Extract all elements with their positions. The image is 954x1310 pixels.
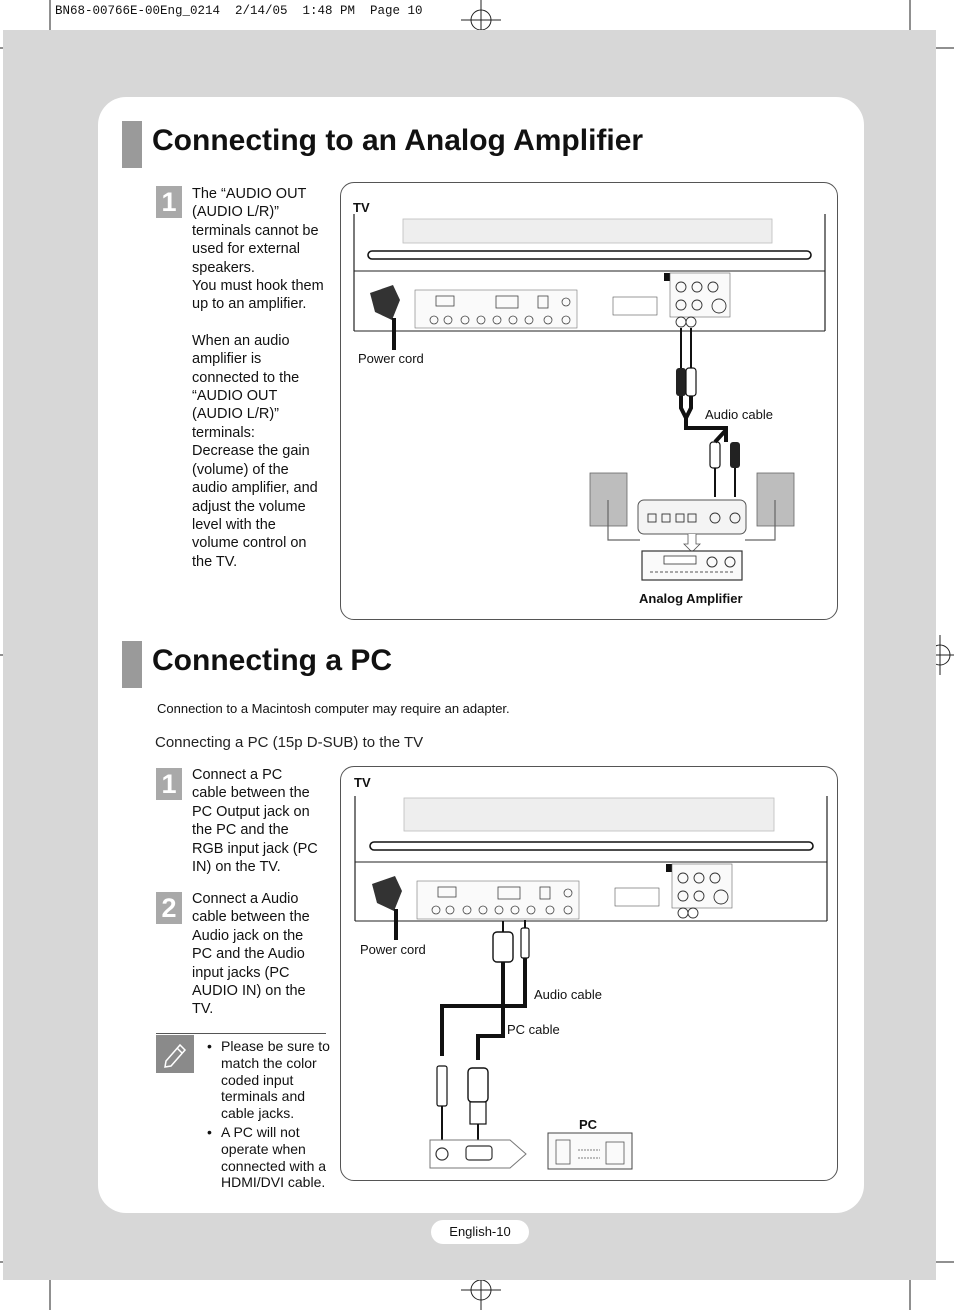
section2-title-bar — [122, 641, 142, 688]
section1-title: Connecting to an Analog Amplifier — [152, 124, 644, 157]
section2-step1-text: Connect a PC cable between the PC Output… — [192, 767, 318, 876]
note-item: • Please be sure to match the color code… — [207, 1038, 335, 1122]
diagram2-audio-cable-label: Audio cable — [534, 987, 602, 1002]
audio-cable-1 — [676, 328, 740, 497]
pc-and-audio-cables — [436, 920, 530, 1150]
note-list: • Please be sure to match the color code… — [207, 1038, 335, 1193]
pc-diagram — [340, 766, 838, 1181]
note-pencil-icon — [156, 1035, 194, 1073]
section2-step2-text: Connect a Audio cable between the Audio … — [192, 891, 310, 1018]
section1-step-number: 1 — [156, 186, 182, 218]
bullet-icon: • — [207, 1123, 212, 1140]
diagram2-pc-cable-label: PC cable — [507, 1022, 560, 1037]
note-item: • A PC will not operate when connected w… — [207, 1124, 335, 1191]
section2-step2-number: 2 — [156, 892, 182, 924]
note-item-text: Please be sure to match the color coded … — [221, 1038, 330, 1122]
diagram2-tv-label: TV — [354, 775, 371, 790]
section1-title-bar — [122, 121, 142, 168]
section1-step-text: The “AUDIO OUT (AUDIO L/R)” terminals ca… — [192, 185, 332, 571]
page-number: English-10 — [431, 1220, 529, 1244]
tv-rear-panel-2 — [354, 796, 828, 922]
section2-subtitle: Connecting a PC (15p D-SUB) to the TV — [155, 734, 424, 751]
section2-title: Connecting a PC — [152, 644, 393, 677]
section1-paragraph-2: You must hook them up to an amplifier. — [192, 278, 324, 313]
bullet-icon: • — [207, 1038, 212, 1054]
section2-step1-number: 1 — [156, 768, 182, 800]
analog-amplifier-setup — [589, 472, 795, 581]
tv-rear-panel-1 — [353, 214, 826, 332]
section1-paragraph-3: When an audio amplifier is connected to … — [192, 332, 318, 570]
power-cord-plug-1 — [370, 285, 400, 350]
diagram1-audio-cable-label: Audio cable — [705, 407, 773, 422]
amplifier-diagram — [340, 182, 838, 620]
pc-rear-panel — [429, 1132, 633, 1170]
section1-paragraph-1: The “AUDIO OUT (AUDIO L/R)” terminals ca… — [192, 186, 319, 276]
note-item-text: A PC will not operate when connected wit… — [221, 1123, 327, 1191]
diagram2-power-cord-label: Power cord — [360, 942, 426, 957]
section2-intro: Connection to a Macintosh computer may r… — [157, 701, 510, 716]
note-divider — [156, 1033, 326, 1034]
print-header: BN68-00766E-00Eng_0214 2/14/05 1:48 PM P… — [55, 4, 423, 18]
power-cord-plug-2 — [372, 876, 402, 940]
diagram1-tv-label: TV — [353, 200, 370, 215]
diagram1-power-cord-label: Power cord — [358, 351, 424, 366]
diagram2-pc-label: PC — [579, 1117, 598, 1132]
diagram1-amplifier-label: Analog Amplifier — [639, 591, 743, 606]
